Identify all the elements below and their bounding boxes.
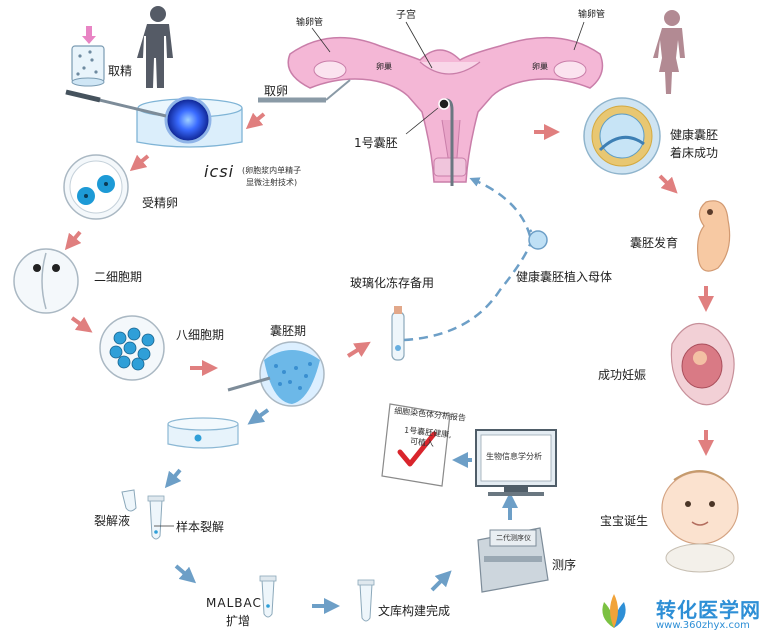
blastocyst-cell	[227, 341, 325, 407]
sperm-tube	[71, 45, 105, 87]
malbac-tube	[259, 575, 277, 618]
label-two-cell: 二细胞期	[94, 270, 143, 284]
label-uterus: 子宫	[396, 10, 416, 21]
label-icsi-note-2: 显微注射技术)	[246, 178, 298, 187]
leader-oviduct-left	[311, 27, 331, 53]
arrow-lysis-to-malbac	[174, 564, 197, 584]
arrow-dish-to-zygote	[129, 154, 150, 172]
label-ovary-left: 卵巢	[376, 62, 392, 71]
arrow-dish-to-lysis	[164, 468, 182, 489]
baby-illustration	[661, 470, 739, 573]
label-sample-lysis: 样本裂解	[176, 520, 225, 534]
label-sperm-retrieval: 取精	[108, 64, 133, 78]
analysis-monitor	[475, 429, 557, 496]
lotus-logo-icon	[602, 594, 626, 628]
label-fertilized-egg: 受精卵	[142, 196, 179, 210]
implanted-embryo	[583, 97, 661, 175]
arrow-egg-to-dish	[245, 112, 266, 130]
label-sequencing: 测序	[552, 558, 577, 572]
sequencer-machine	[477, 527, 549, 593]
developing-embryo	[697, 200, 731, 272]
label-malbac: MALBAC	[206, 596, 262, 610]
label-implant-2: 着床成功	[670, 146, 719, 160]
lysis-tube	[121, 489, 165, 540]
arrow-blastocyst-to-biopsy	[247, 408, 270, 425]
uterus-anatomy	[287, 36, 604, 183]
leader-oviduct-right	[573, 21, 585, 51]
male-figure-icon	[137, 6, 173, 88]
label-sequencer-text: 二代测序仪	[496, 534, 531, 542]
leader-uterus	[405, 21, 433, 69]
label-embryo-1: 1号囊胚	[354, 136, 398, 150]
label-icsi-note-1: (卵胞浆内单精子	[242, 166, 302, 175]
label-pregnancy: 成功妊娠	[598, 368, 647, 382]
egg-retrieval-needle	[258, 79, 351, 103]
eight-cell-embryo	[99, 315, 165, 381]
watermark-url: www.360zhyx.com	[656, 620, 750, 632]
chromosome-report	[381, 403, 451, 487]
dashed-arrow-transfer-upper	[469, 177, 532, 237]
transfer-catheter	[438, 98, 454, 186]
arrow-report-to-transfer	[520, 320, 540, 420]
arrow-2cell-to-8cell	[70, 316, 93, 333]
label-vitrification: 玻璃化冻存备用	[350, 276, 435, 290]
watermark-title: 转化医学网	[656, 598, 761, 623]
pregnancy-fetus	[670, 322, 735, 406]
arrow-implant-to-embryo	[658, 174, 678, 194]
label-icsi: icsi	[204, 162, 235, 181]
zygote-cell	[63, 154, 129, 220]
female-figure-icon	[653, 10, 685, 94]
label-transfer: 健康囊胚植入母体	[516, 270, 613, 284]
watermark: 转化医学网 www.360zhyx.com	[614, 598, 761, 634]
label-amplification: 扩增	[226, 614, 251, 628]
watermark-text: 转化医学网 www.360zhyx.com	[656, 600, 761, 632]
arrow-blastocyst-to-freeze	[346, 341, 371, 358]
cryo-straw	[391, 306, 405, 361]
label-birth: 宝宝诞生	[600, 514, 649, 528]
label-ovary-right: 卵巢	[532, 62, 548, 71]
label-monitor-text: 生物信息学分析	[486, 452, 542, 461]
label-oviduct-left: 输卵管	[296, 18, 324, 28]
library-tube	[357, 579, 375, 622]
label-embryo-dev: 囊胚发育	[630, 236, 679, 250]
transfer-blastocyst	[528, 230, 548, 250]
check-mark-icon	[397, 431, 437, 467]
leader-embryo	[405, 107, 439, 135]
pointer-arrow-icon	[82, 26, 96, 44]
icsi-dish	[65, 89, 243, 148]
label-blastocyst-stage: 囊胚期	[270, 324, 307, 338]
label-library-done: 文库构建完成	[378, 604, 451, 618]
biopsy-dish	[167, 417, 239, 449]
arrow-library-to-sequencer	[430, 570, 452, 592]
label-egg-retrieval: 取卵	[264, 84, 289, 98]
label-eight-cell: 八细胞期	[176, 328, 225, 342]
watermark-logo-space	[614, 598, 650, 634]
arrow-zygote-to-2cell	[64, 230, 82, 251]
two-cell-embryo	[13, 248, 79, 314]
label-lysis-solution: 裂解液	[94, 514, 131, 528]
label-oviduct-right: 输卵管	[578, 10, 606, 20]
label-implant-1: 健康囊胚	[670, 128, 719, 142]
